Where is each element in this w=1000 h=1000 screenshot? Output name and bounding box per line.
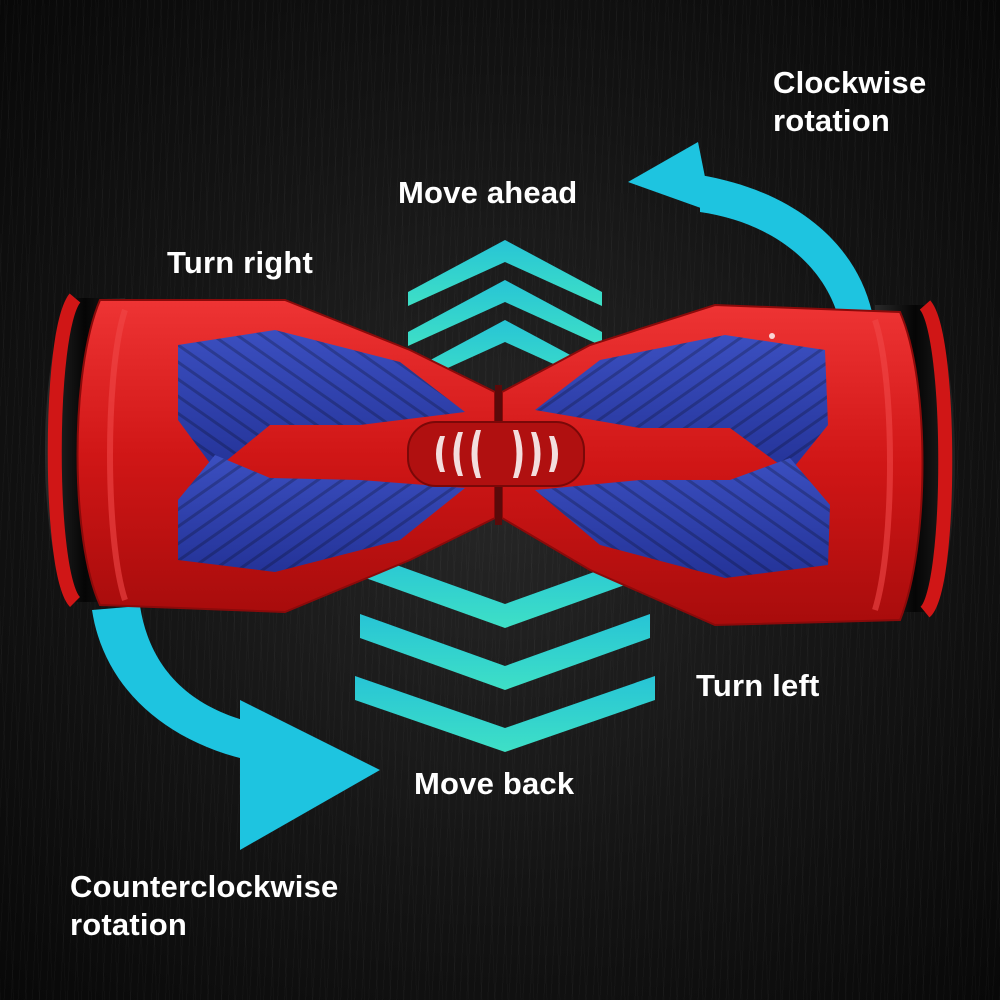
turn-left-label: Turn left bbox=[696, 668, 820, 703]
left-foot-pad bbox=[178, 330, 465, 572]
move-back-label: Move back bbox=[414, 766, 575, 801]
counterclockwise-label-line2: rotation bbox=[70, 907, 187, 942]
chevron-down-icon bbox=[360, 552, 650, 628]
chevron-down-icon bbox=[360, 614, 650, 690]
center-light-bar bbox=[407, 421, 585, 487]
chevron-down-icon bbox=[355, 676, 655, 752]
chevron-up-icon bbox=[408, 240, 602, 306]
counterclockwise-label-line1: Counterclockwise bbox=[70, 869, 339, 904]
chevron-up-icon bbox=[408, 280, 602, 346]
move-back-chevrons bbox=[355, 552, 655, 752]
chevron-up-icon bbox=[408, 320, 602, 386]
move-ahead-label: Move ahead bbox=[398, 175, 578, 210]
turn-right-label: Turn right bbox=[167, 245, 314, 280]
clockwise-label-line1: Clockwise bbox=[773, 65, 927, 100]
clockwise-label-line2: rotation bbox=[773, 103, 890, 138]
clockwise-rotation-label: Clockwise rotation bbox=[773, 64, 926, 140]
counterclockwise-arrow-icon bbox=[92, 606, 380, 850]
counterclockwise-rotation-label: Counterclockwise rotation bbox=[70, 868, 339, 944]
move-ahead-chevrons bbox=[408, 240, 602, 386]
indicator-light bbox=[769, 333, 775, 339]
right-foot-pad bbox=[535, 335, 830, 578]
hoverboard bbox=[45, 293, 955, 627]
